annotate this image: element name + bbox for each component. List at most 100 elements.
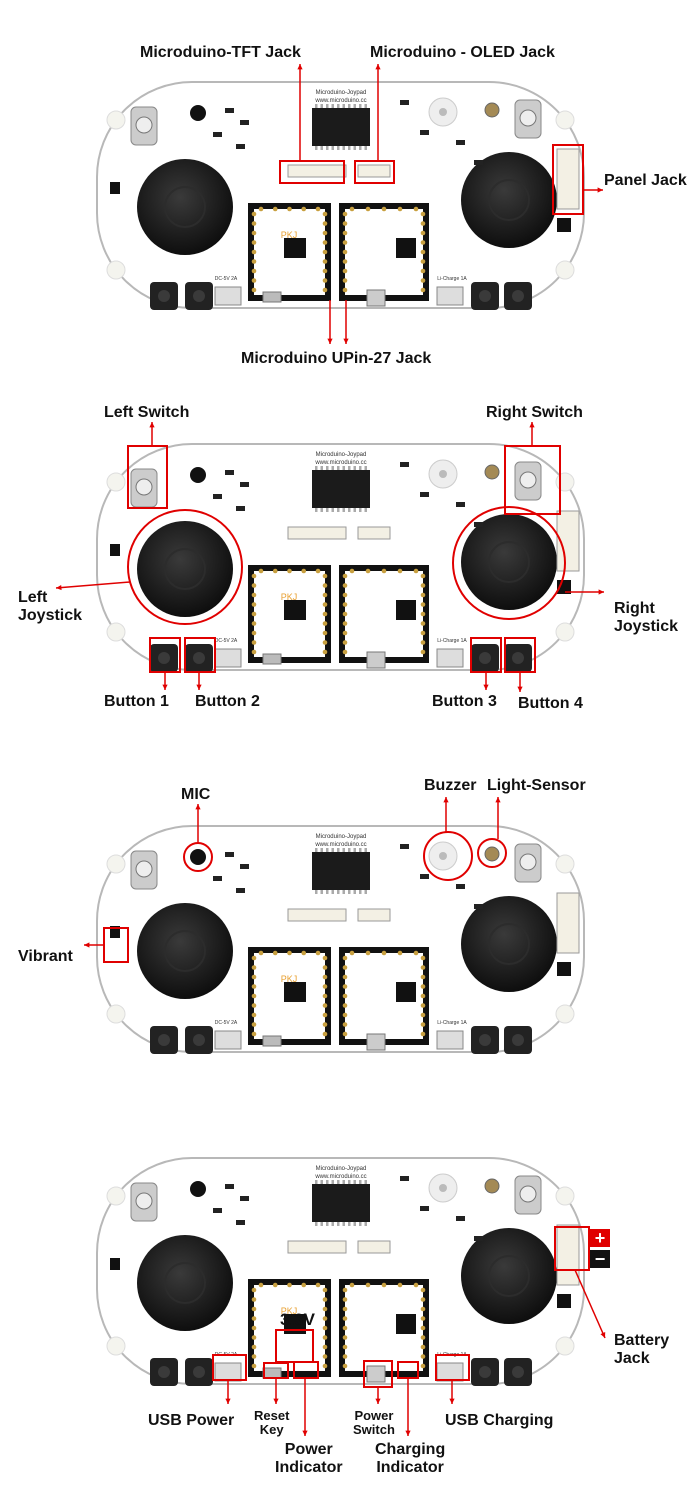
regulator xyxy=(284,238,306,258)
header-pin xyxy=(251,249,257,255)
header-pin xyxy=(322,1012,328,1018)
header-pin xyxy=(251,221,257,226)
arrow-battery-jack xyxy=(574,1269,606,1339)
chip-pin xyxy=(315,1180,318,1184)
header-pin xyxy=(251,592,257,598)
header-pin xyxy=(342,583,348,588)
header-pin xyxy=(342,1354,348,1359)
chip-pin xyxy=(348,104,351,108)
power-switch xyxy=(366,289,386,307)
chip-pin xyxy=(359,1180,362,1184)
header-pin xyxy=(251,630,257,636)
standoff xyxy=(555,1336,575,1356)
header-pin xyxy=(251,240,257,245)
chip-pin xyxy=(348,1180,351,1184)
silk-top: Microduino-Joypad xyxy=(316,452,367,458)
standoff xyxy=(555,1186,575,1206)
header-pin xyxy=(322,583,328,588)
header-pin xyxy=(251,1363,257,1369)
header-pin xyxy=(342,621,348,626)
arrow-button-2-head xyxy=(196,684,202,690)
header-pin xyxy=(397,950,403,956)
hl-buzzer xyxy=(423,831,473,881)
chip-pin xyxy=(353,104,356,108)
joystick-cap xyxy=(488,541,530,583)
label-left-joystick: Left Joystick xyxy=(18,589,83,624)
header-pin xyxy=(322,1316,328,1321)
header-pin xyxy=(322,602,328,607)
label-button-1: Button 1 xyxy=(104,693,169,710)
silk-li: Li-Charge 1A xyxy=(437,276,467,282)
light-sensor xyxy=(484,1178,500,1194)
tft-connector xyxy=(287,526,347,540)
button-cap xyxy=(479,1034,491,1046)
silk-li: Li-Charge 1A xyxy=(437,638,467,644)
silk-top: Microduino-Joypad xyxy=(316,1166,367,1172)
header-pin xyxy=(420,268,426,274)
silk-url: www.microduino.cc xyxy=(314,460,366,466)
mic xyxy=(190,1181,206,1197)
chip-pin xyxy=(359,890,362,894)
smd-part xyxy=(420,130,429,135)
header-pin xyxy=(322,1297,328,1302)
chip-pin xyxy=(320,146,323,150)
joystick xyxy=(461,514,557,610)
tft-connector xyxy=(287,1240,347,1254)
chip-pin xyxy=(331,104,334,108)
smd-part xyxy=(474,904,483,909)
chip-pin xyxy=(337,466,340,470)
joystick xyxy=(137,159,233,255)
header-pin xyxy=(342,259,348,264)
arrow-reset-key-head xyxy=(273,1398,279,1404)
header-pin xyxy=(322,611,328,617)
toggle-switch-knob xyxy=(519,853,537,871)
header-pin xyxy=(287,1282,292,1288)
button-cap xyxy=(512,1366,524,1378)
header-pin xyxy=(420,211,426,217)
header-pin xyxy=(322,592,328,598)
header-pin xyxy=(322,993,328,999)
header-pin xyxy=(251,649,257,655)
arrow-power-indicator-head xyxy=(302,1430,308,1436)
standoff xyxy=(106,110,126,130)
button-cap xyxy=(193,290,205,302)
header-pin xyxy=(342,1012,348,1018)
silk-url: www.microduino.cc xyxy=(314,98,366,104)
chip-pin xyxy=(315,146,318,150)
header-pin xyxy=(322,974,328,980)
header-pin xyxy=(413,1282,419,1288)
chip-pin xyxy=(364,104,367,108)
header-pin xyxy=(322,221,328,226)
usb-power-port xyxy=(214,648,242,668)
chip-pin xyxy=(315,466,318,470)
arrow-button-4-head xyxy=(517,686,523,692)
chip-pin xyxy=(359,146,362,150)
button-cap xyxy=(193,1366,205,1378)
header-pin xyxy=(397,1282,403,1288)
main-chip xyxy=(312,108,370,146)
reset-key xyxy=(262,1035,282,1047)
header-pin xyxy=(342,278,348,283)
joystick-cap xyxy=(488,179,530,221)
label-panel-jack: Panel Jack xyxy=(604,172,687,189)
chip-pin xyxy=(331,508,334,512)
chip-pin xyxy=(342,146,345,150)
standoff xyxy=(106,1004,126,1024)
header-pin xyxy=(251,268,257,274)
joystick xyxy=(461,896,557,992)
header-pin xyxy=(342,640,348,645)
header-pin xyxy=(251,1003,257,1008)
header-pin xyxy=(315,206,321,212)
header-pin xyxy=(315,568,321,574)
header-pin xyxy=(301,206,307,212)
header-pin xyxy=(420,602,426,607)
smd-part xyxy=(456,1216,465,1221)
header-pin xyxy=(420,1344,426,1350)
label-button-2: Button 2 xyxy=(195,693,260,710)
arrow-oled-head xyxy=(375,64,381,70)
header-pin xyxy=(342,268,348,274)
header-pin xyxy=(251,640,257,645)
smd-part xyxy=(456,140,465,145)
header-pin xyxy=(315,950,321,956)
